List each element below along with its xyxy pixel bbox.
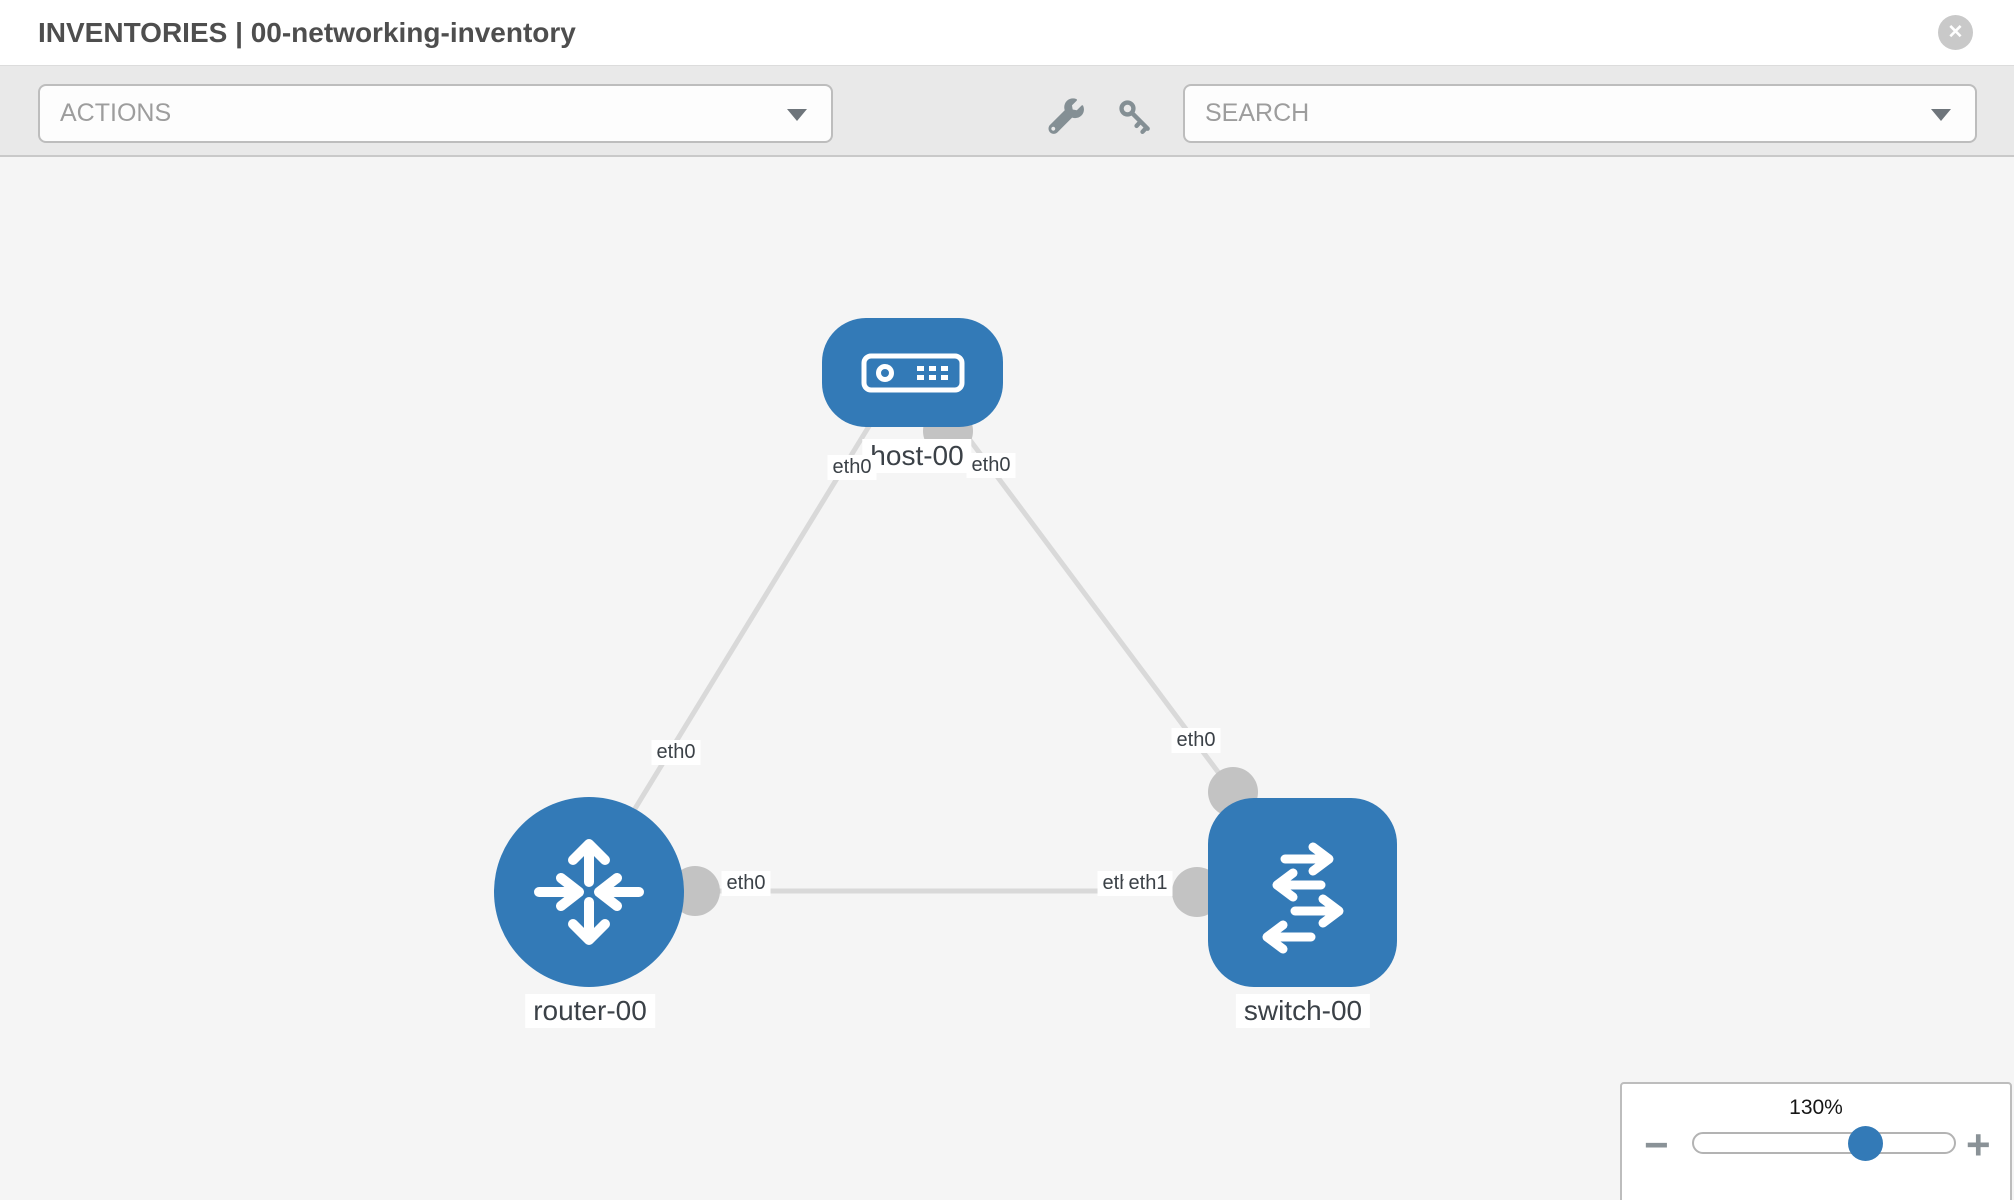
search-dropdown-label: SEARCH	[1205, 99, 1310, 127]
zoom-level: 130%	[1789, 1096, 1843, 1119]
node-host-00[interactable]	[822, 318, 1003, 427]
close-button[interactable]: ✕	[1938, 15, 1973, 50]
node-label-router-00: router-00	[525, 994, 655, 1028]
interface-label-switch-top: eth0	[1171, 728, 1221, 753]
chevron-down-icon	[1931, 109, 1951, 121]
node-label-host-00: host-00	[862, 439, 972, 473]
host-icon	[861, 353, 964, 392]
actions-dropdown[interactable]: ACTIONS	[38, 84, 833, 143]
zoom-slider-thumb[interactable]	[1848, 1126, 1883, 1161]
actions-dropdown-label: ACTIONS	[60, 99, 172, 127]
search-dropdown[interactable]: SEARCH	[1183, 84, 1977, 143]
configure-button[interactable]	[1044, 94, 1088, 138]
close-icon: ✕	[1947, 22, 1964, 43]
page-title: INVENTORIES | 00-networking-inventory	[38, 16, 576, 48]
minus-icon: −	[1644, 1121, 1669, 1168]
switch-icon	[1262, 842, 1343, 953]
router-icon	[534, 839, 644, 945]
node-router-00[interactable]	[494, 797, 684, 987]
key-icon	[1119, 100, 1150, 135]
zoom-in-button[interactable]: +	[1966, 1124, 1991, 1166]
interface-label-router-right: eth0	[721, 871, 771, 896]
links-layer	[622, 397, 1258, 917]
plus-icon: +	[1966, 1121, 1991, 1168]
node-switch-00[interactable]	[1208, 798, 1397, 987]
zoom-panel: 130% − +	[1620, 1082, 2012, 1200]
credentials-button[interactable]	[1113, 94, 1157, 138]
interface-label-router-top: eth0	[651, 740, 701, 765]
interface-label-switch-left: eth1	[1123, 871, 1173, 896]
zoom-out-button[interactable]: −	[1644, 1124, 1669, 1166]
node-label-switch-00: switch-00	[1235, 994, 1371, 1028]
chevron-down-icon	[787, 109, 807, 121]
interface-label-host-left: eth0	[827, 455, 877, 480]
toolbar: ACTIONS SEARCH	[0, 66, 2014, 157]
header: INVENTORIES | 00-networking-inventory ✕	[0, 0, 2014, 66]
wrench-icon	[1048, 98, 1084, 134]
zoom-slider-track[interactable]	[1692, 1132, 1956, 1154]
interface-label-host-right: eth0	[966, 453, 1016, 478]
topology-canvas[interactable]: host-00 router-00 switch-00 eth0 eth0 et…	[0, 157, 2014, 1200]
